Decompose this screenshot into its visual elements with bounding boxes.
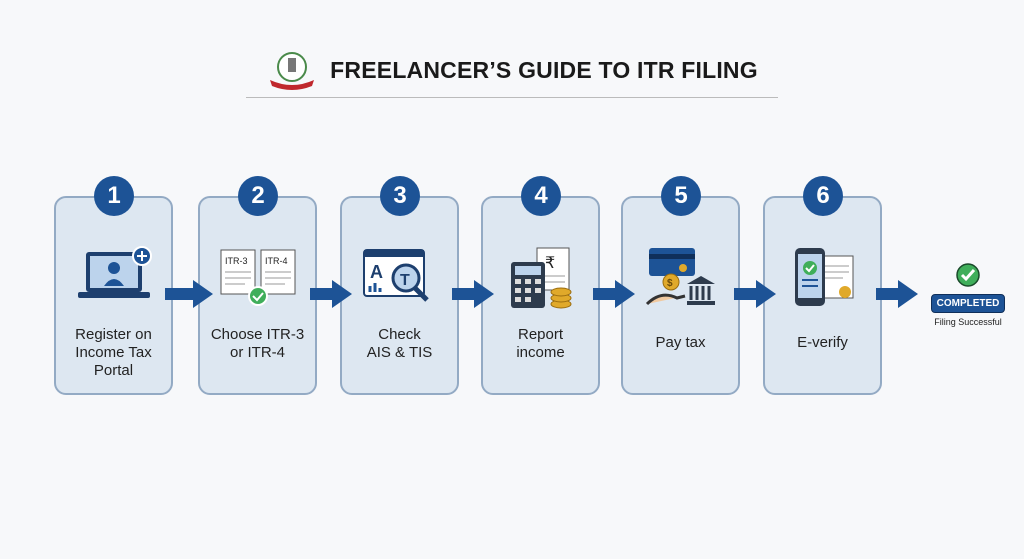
step-card-6: E-verify <box>763 196 882 395</box>
pay-tax-icon: $ <box>645 248 715 306</box>
completion-status: COMPLETED Filing Successful <box>918 262 1018 327</box>
itr-forms-icon: ITR-3 ITR-4 <box>220 249 295 306</box>
header: FREELANCER’S GUIDE TO ITR FILING <box>0 50 1024 90</box>
step-label: Choose ITR-3 or ITR-4 <box>210 326 305 361</box>
step-label: Pay tax <box>655 334 706 351</box>
step-number-6: 6 <box>803 176 843 216</box>
step-number-5: 5 <box>661 176 701 216</box>
arrow-right-icon <box>452 280 494 308</box>
arrow-right-icon <box>876 280 918 308</box>
rupee-symbol: ₹ <box>545 253 555 272</box>
step-label: E-verify <box>797 334 848 351</box>
step-number-3: 3 <box>380 176 420 216</box>
doc-itr4: ITR-4 <box>265 256 288 266</box>
step-card-1: Register on Income Tax Portal <box>54 196 173 395</box>
step-number-1: 1 <box>94 176 134 216</box>
step-card-4: ₹ Report income <box>481 196 600 395</box>
arrow-right-icon <box>734 280 776 308</box>
divider <box>246 97 778 98</box>
check-circle-icon <box>956 263 980 287</box>
step-number-4: 4 <box>521 176 561 216</box>
completed-badge: COMPLETED <box>930 294 1006 313</box>
income-tax-emblem-icon <box>270 52 315 90</box>
step-label: Check AIS & TIS <box>366 326 433 361</box>
step-label: Report income <box>516 326 565 361</box>
arrow-right-icon <box>310 280 352 308</box>
arrow-right-icon <box>165 280 213 308</box>
letter-t: T <box>400 272 410 289</box>
step-number-2: 2 <box>238 176 278 216</box>
letter-a: A <box>370 262 383 282</box>
phone-certificate-icon <box>794 248 853 306</box>
arrow-right-icon <box>593 280 635 308</box>
completion-subtitle: Filing Successful <box>934 317 1002 327</box>
step-card-2: ITR-3 ITR-4 Choose ITR-3 or ITR-4 <box>198 196 317 395</box>
laptop-user-icon <box>77 246 152 298</box>
dollar-symbol: $ <box>667 278 673 289</box>
step-label: Register on Income Tax Portal <box>75 326 152 379</box>
doc-itr3: ITR-3 <box>225 256 248 266</box>
calculator-coins-icon: ₹ <box>510 247 571 309</box>
step-card-5: $ Pay tax <box>621 196 740 395</box>
page-title: FREELANCER’S GUIDE TO ITR FILING <box>330 56 758 83</box>
